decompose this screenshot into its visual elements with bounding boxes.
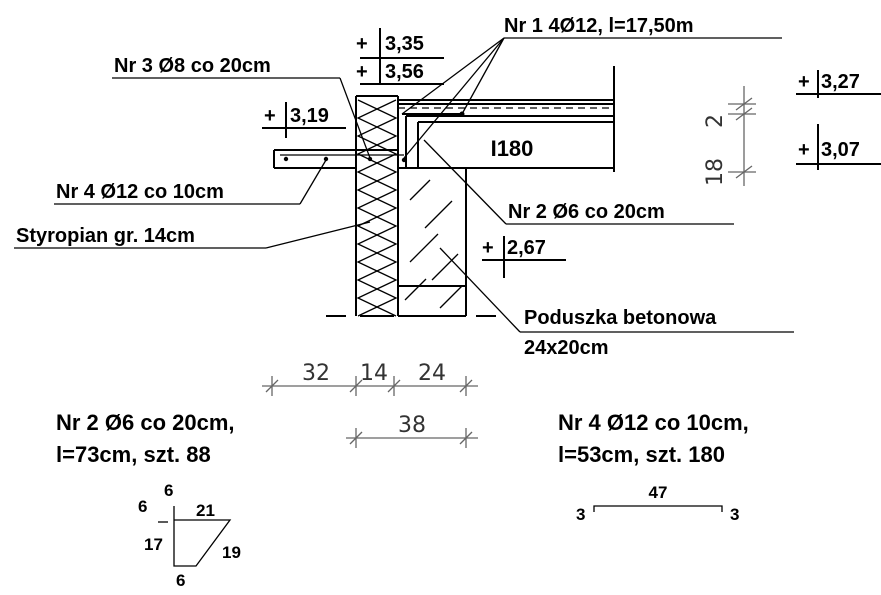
pad-label-line1: Poduszka betonowa xyxy=(524,307,717,329)
label-rebar-2: Nr 2 Ø6 co 20cm xyxy=(423,139,734,225)
bar2-shape-f: 6 xyxy=(176,571,185,590)
dimension-14: 14 xyxy=(360,361,388,386)
level-marker-right: + 3,27 + 3,07 xyxy=(796,70,881,170)
cantilever-slab xyxy=(273,149,407,169)
bar2-shape-e: 19 xyxy=(222,543,241,562)
pad-label-line2: 24x20cm xyxy=(524,337,609,359)
bar4-line2: l=53cm, szt. 180 xyxy=(558,442,725,467)
schedule-bar-4: Nr 4 Ø12 co 10cm, l=53cm, szt. 180 47 3 … xyxy=(558,410,749,524)
level-pad: 2,67 xyxy=(507,237,546,259)
bar4-line1: Nr 4 Ø12 co 10cm, xyxy=(558,410,749,435)
dimension-38: 38 xyxy=(398,413,426,438)
level-right-sign: + xyxy=(798,71,810,93)
schedule-bar-2: Nr 2 Ø6 co 20cm, l=73cm, szt. 88 6 6 21 … xyxy=(56,410,241,590)
rebar-4-label: Nr 4 Ø12 co 10cm xyxy=(56,181,224,203)
label-rebar-3: Nr 3 Ø8 co 20cm xyxy=(112,55,371,159)
beam-height-label: 18 xyxy=(703,158,728,186)
level-marker-pad: + 2,67 xyxy=(482,236,566,278)
beam-flange-label: 2 xyxy=(703,114,728,128)
rebar-3-label: Nr 3 Ø8 co 20cm xyxy=(114,55,271,77)
level-roof-top: 3,35 xyxy=(385,33,424,55)
bar4-shape-right: 3 xyxy=(730,505,739,524)
label-rebar-1: Nr 1 4Ø12, l=17,50m xyxy=(401,15,782,159)
dimension-24: 24 xyxy=(418,361,446,386)
dimension-chain-total: 38 xyxy=(346,413,478,448)
level-right-bottom: 3,07 xyxy=(821,139,860,161)
beam-height-dimension: 18 2 xyxy=(703,86,756,186)
level-roof-second: 3,56 xyxy=(385,61,424,83)
level-pad-sign: + xyxy=(482,237,494,259)
level-right-top: 3,27 xyxy=(821,71,860,93)
dimension-chain-top: 32 14 24 xyxy=(262,361,478,396)
dimension-32: 32 xyxy=(302,361,330,386)
beam-i180: I180 xyxy=(398,66,615,172)
label-pad: Poduszka betonowa 24x20cm xyxy=(439,247,794,359)
styrofoam-label: Styropian gr. 14cm xyxy=(16,225,195,247)
bar2-shape-c: 21 xyxy=(196,501,215,520)
wall-section xyxy=(326,95,496,317)
level-marker-roof: + 3,35 + 3,56 xyxy=(356,28,444,85)
rebar-1-label: Nr 1 4Ø12, l=17,50m xyxy=(504,15,694,37)
level-right-sign-2: + xyxy=(798,139,810,161)
bar2-line2: l=73cm, szt. 88 xyxy=(56,442,211,467)
bar2-shape-a: 6 xyxy=(138,497,147,516)
styrofoam-hatch xyxy=(356,99,398,317)
beam-label: I180 xyxy=(491,136,534,161)
level-roof-sign-2: + xyxy=(356,61,368,83)
level-slab-sign: + xyxy=(264,105,276,127)
level-slab: 3,19 xyxy=(290,105,329,127)
rebar-2-label: Nr 2 Ø6 co 20cm xyxy=(508,201,665,223)
level-marker-slab: + 3,19 xyxy=(262,102,346,138)
level-roof-sign: + xyxy=(356,33,368,55)
label-styrofoam: Styropian gr. 14cm xyxy=(14,221,371,249)
bar4-shape-left: 3 xyxy=(576,505,585,524)
bar2-shape-b: 6 xyxy=(164,481,173,500)
bar2-shape-d: 17 xyxy=(144,535,163,554)
label-rebar-4: Nr 4 Ø12 co 10cm xyxy=(54,159,327,205)
bar4-shape-length: 47 xyxy=(649,483,668,502)
bar2-line1: Nr 2 Ø6 co 20cm, xyxy=(56,410,235,435)
masonry-hatch xyxy=(404,179,463,309)
